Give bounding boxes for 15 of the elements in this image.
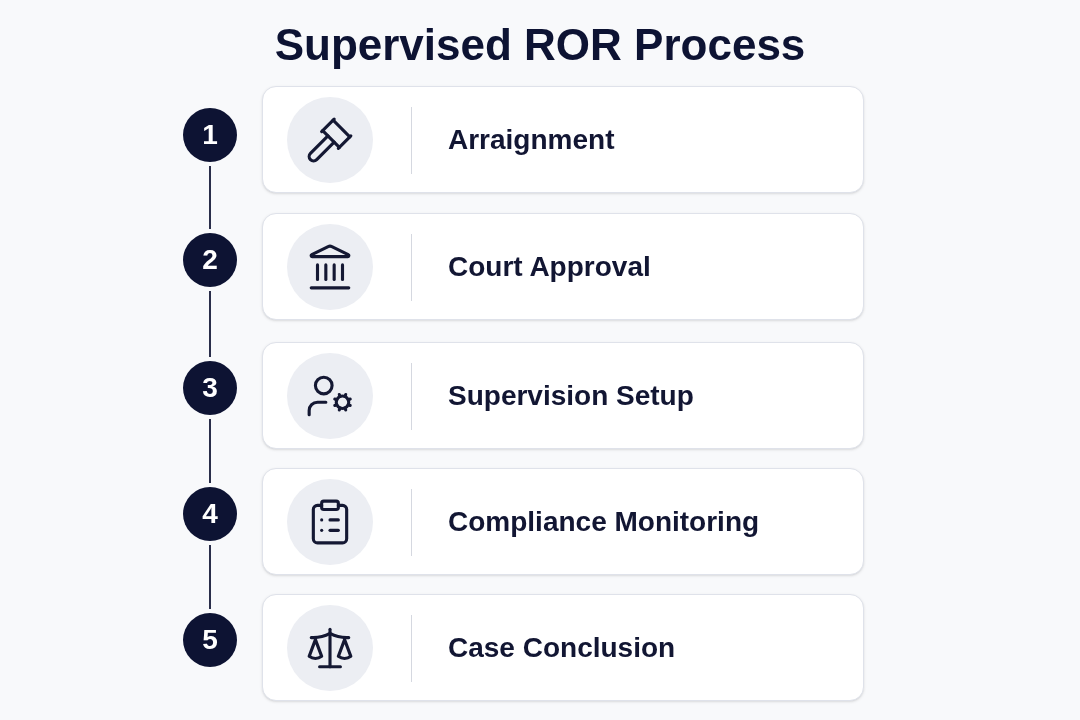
step-label: Supervision Setup: [448, 378, 695, 413]
connector-line: [209, 165, 211, 230]
connector-line: [209, 418, 211, 484]
step-card: [262, 342, 864, 449]
step-label: Arraignment: [448, 122, 616, 157]
title: Supervised ROR Process: [274, 19, 806, 71]
step-label: Compliance Monitoring: [448, 504, 761, 539]
connector-line: [209, 544, 211, 610]
step-card: [262, 213, 864, 320]
step-card: [262, 468, 864, 575]
step-label: Court Approval: [448, 249, 652, 284]
step-card: [262, 86, 864, 193]
step-card: [262, 594, 864, 701]
step-label: Case Conclusion: [448, 630, 677, 665]
connector-line: [209, 290, 211, 358]
